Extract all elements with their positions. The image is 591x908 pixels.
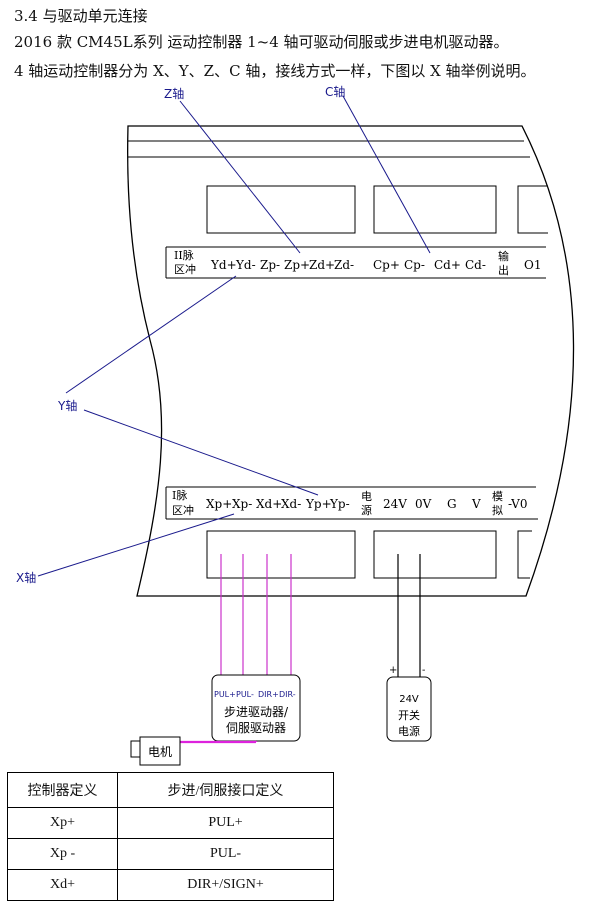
controller-body: [126, 125, 575, 597]
table-cell: DIR+/SIGN+: [117, 869, 334, 901]
pin-zp-minus: Zp-: [260, 258, 280, 272]
pin-cd-plus: Cd+: [434, 258, 461, 272]
pin-o1: O1: [524, 258, 541, 272]
z-axis-label: Z轴: [164, 86, 184, 101]
z-axis-callout-line: [179, 100, 301, 254]
pin-xd-minus: Xd-: [281, 497, 301, 511]
pin-cd-minus: Cd-: [465, 258, 486, 272]
term-pul-minus: PUL-: [236, 690, 254, 699]
upper-output-label-2: 出: [498, 263, 509, 277]
lower-group-label-2: 区冲: [172, 503, 194, 517]
pin-v0: -V0: [508, 497, 527, 511]
power-supply-name-2: 开关: [398, 708, 420, 722]
table-cell: PUL+: [117, 807, 334, 839]
pin-g: G: [447, 497, 457, 511]
pin-xd-plus: Xd+: [256, 497, 282, 511]
power-label-1: 电: [361, 490, 372, 503]
pin-xp-minus: Xp-: [232, 497, 252, 511]
pin-zd-minus: Zd-: [334, 258, 354, 272]
table-header-interface: 步进/伺服接口定义: [117, 772, 334, 808]
pin-yp-minus: Yp-: [329, 497, 350, 511]
pin-v: V: [471, 497, 481, 511]
table-header-controller: 控制器定义: [7, 772, 118, 808]
upper-output-label-1: 输: [498, 249, 509, 263]
power-plus-sign: +: [389, 665, 397, 676]
term-pul-plus: PUL+: [214, 690, 236, 699]
table-cell: PUL-: [117, 838, 334, 870]
table-row: Xp+ PUL+: [7, 807, 334, 839]
lower-window-3: [517, 530, 532, 579]
table-row: Xd+ DIR+/SIGN+: [7, 869, 334, 901]
power-supply-name-3: 电源: [398, 724, 420, 738]
motor-body: [139, 736, 181, 766]
x-axis-callout-line: [37, 513, 235, 577]
upper-window-3: [517, 185, 548, 234]
analog-label-2: 拟: [492, 503, 503, 517]
intro-paragraph-2: 4 轴运动控制器分为 X、Y、Z、C 轴，接线方式一样，下图以 X 轴举例说明。: [14, 62, 536, 80]
signal-mapping-table: 控制器定义 步进/伺服接口定义 Xp+ PUL+ Xp - PUL- Xd+ D…: [7, 772, 334, 901]
pin-24v: 24V: [383, 497, 407, 511]
power-label-2: 源: [361, 503, 372, 517]
y-axis-callout-line-upper: [65, 275, 237, 394]
pin-yd-minus: Yd-: [235, 258, 256, 272]
driver-name-1: 步进驱动器/: [224, 705, 289, 719]
section-heading: 3.4 与驱动单元连接: [14, 7, 148, 25]
upper-window-1: [206, 185, 356, 234]
term-dir-minus: DIR-: [279, 690, 296, 699]
pin-yp-plus: Yp+: [305, 497, 332, 511]
table-cell: Xp -: [7, 838, 118, 870]
pin-yd-plus: Yd+: [210, 258, 237, 272]
table-cell: Xd+: [7, 869, 118, 901]
lower-window-2: [373, 530, 497, 579]
power-supply-box: [386, 676, 432, 742]
x-axis-label: X轴: [16, 570, 36, 585]
wiring-diagram: II脉 区冲 Yd+ Yd- Zp- Zp+ Zd+ Zd- Cp+ Cp- C…: [16, 84, 575, 766]
analog-label-1: 模: [492, 490, 503, 503]
pin-zd-plus: Zd+: [309, 258, 335, 272]
pin-zp-plus: Zp+: [284, 258, 310, 272]
table-cell: Xp+: [7, 807, 118, 839]
table-row: Xp - PUL-: [7, 838, 334, 870]
upper-window-2: [373, 185, 497, 234]
lower-group-label-1: I脉: [172, 488, 187, 502]
c-axis-label: C轴: [325, 84, 345, 99]
c-axis-callout-line: [342, 95, 431, 254]
y-axis-label: Y轴: [57, 398, 77, 413]
lower-window-1: [206, 530, 356, 579]
power-supply-name-1: 24V: [399, 694, 419, 705]
pin-xp-plus: Xp+: [206, 497, 232, 511]
intro-paragraph-1: 2016 款 CM45L系列 运动控制器 1~4 轴可驱动伺服或步进电机驱动器。: [14, 33, 509, 51]
pin-cp-minus: Cp-: [404, 258, 425, 272]
term-dir-plus: DIR+: [258, 690, 279, 699]
driver-name-2: 伺服驱动器: [226, 721, 286, 735]
power-minus-sign: -: [422, 665, 425, 676]
upper-group-label-2: 区冲: [174, 262, 196, 276]
table-header-row: 控制器定义 步进/伺服接口定义: [7, 772, 334, 808]
upper-group-label-1: II脉: [174, 248, 194, 262]
motor-label: 电机: [148, 745, 172, 759]
pin-cp-plus: Cp+: [373, 258, 400, 272]
pin-0v: 0V: [415, 497, 432, 511]
y-axis-callout-line-lower: [83, 409, 319, 496]
